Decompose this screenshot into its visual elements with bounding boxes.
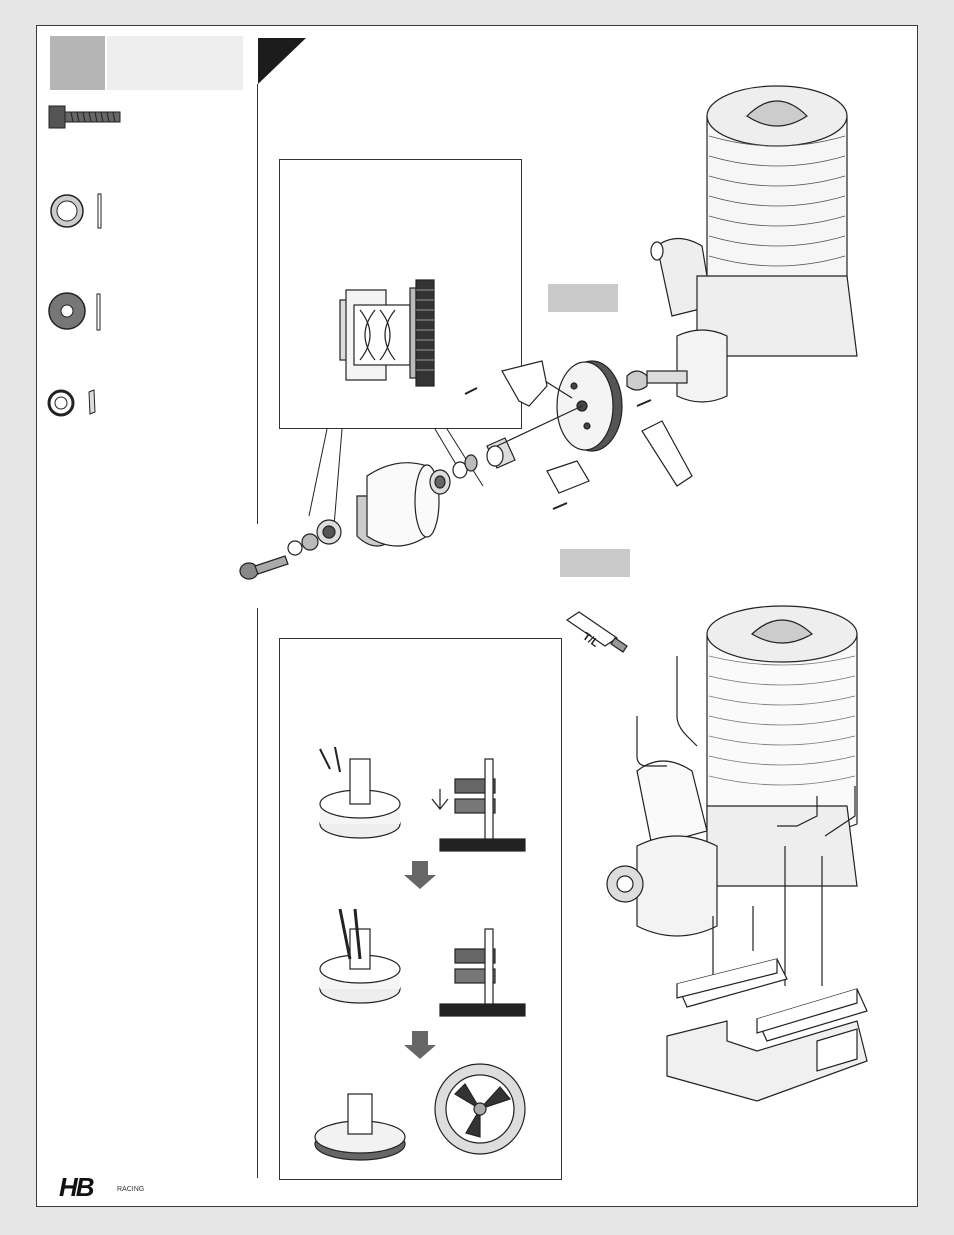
engine-mount-icon xyxy=(666,958,868,1102)
section-divider-bottom xyxy=(257,608,259,1178)
clutch-assembly-drawing xyxy=(239,85,858,580)
engine-icon xyxy=(606,605,858,937)
clutch-screw-icon xyxy=(239,555,289,580)
step-title-box xyxy=(107,36,243,90)
engine-icon xyxy=(626,85,858,403)
flywheel-icon xyxy=(496,360,623,452)
engine-label-pill-2 xyxy=(560,549,630,577)
thick-washer-icon xyxy=(48,292,101,331)
cap-screw-icon xyxy=(48,105,121,129)
clutch-bell-icon xyxy=(339,279,435,387)
clutch-adjust-steps xyxy=(314,746,526,1161)
clutch-shoe-icon xyxy=(464,360,693,510)
engine-label-pill-1 xyxy=(548,284,618,312)
brand-logo-sub: RACING xyxy=(117,1186,145,1193)
step-number-box xyxy=(50,36,105,90)
thread-lock-tube-icon: T/L xyxy=(565,611,628,653)
flat-washer-icon xyxy=(50,193,102,229)
parts-list xyxy=(47,105,121,417)
clutch-detail-frame xyxy=(279,159,522,429)
section-corner-marker xyxy=(258,38,306,84)
down-arrow-icon xyxy=(404,861,436,889)
manual-page: T/L xyxy=(36,25,918,1207)
brand-logo: HB xyxy=(59,1172,95,1202)
clutch-adjust-frame xyxy=(279,638,562,1180)
thread-lock-label: T/L xyxy=(580,631,601,650)
section-divider-top xyxy=(257,84,259,524)
down-arrow-icon xyxy=(404,1031,436,1059)
clutch-bell-icon xyxy=(356,462,440,547)
spring-washer-icon xyxy=(47,389,96,417)
